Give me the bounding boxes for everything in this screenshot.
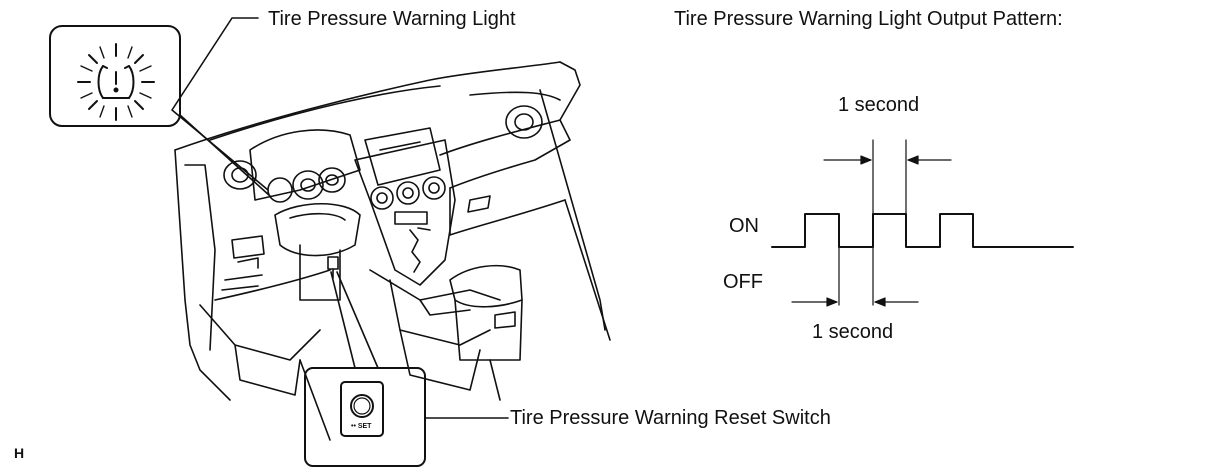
dashboard-illustration — [174, 61, 611, 441]
bottom-period-label: 1 second — [812, 321, 894, 343]
warning-light-callout — [49, 17, 271, 197]
reset-switch-icon — [340, 381, 384, 437]
reset-switch-callout — [304, 271, 509, 467]
on-level-label: ON — [729, 215, 759, 237]
pattern-title: Tire Pressure Warning Light Output Patte… — [674, 8, 1063, 30]
output-pattern-waveform — [771, 213, 1074, 248]
waveform-line — [771, 213, 1074, 248]
corner-mark: H — [14, 445, 25, 461]
warning-light-label: Tire Pressure Warning Light — [268, 8, 516, 30]
period-markers — [791, 139, 952, 307]
off-level-label: OFF — [723, 271, 763, 293]
top-period-label: 1 second — [838, 94, 920, 116]
tpms-warning-icon — [77, 43, 155, 121]
reset-switch-label: Tire Pressure Warning Reset Switch — [510, 407, 831, 429]
switch-set-text: •• SET — [351, 423, 372, 430]
